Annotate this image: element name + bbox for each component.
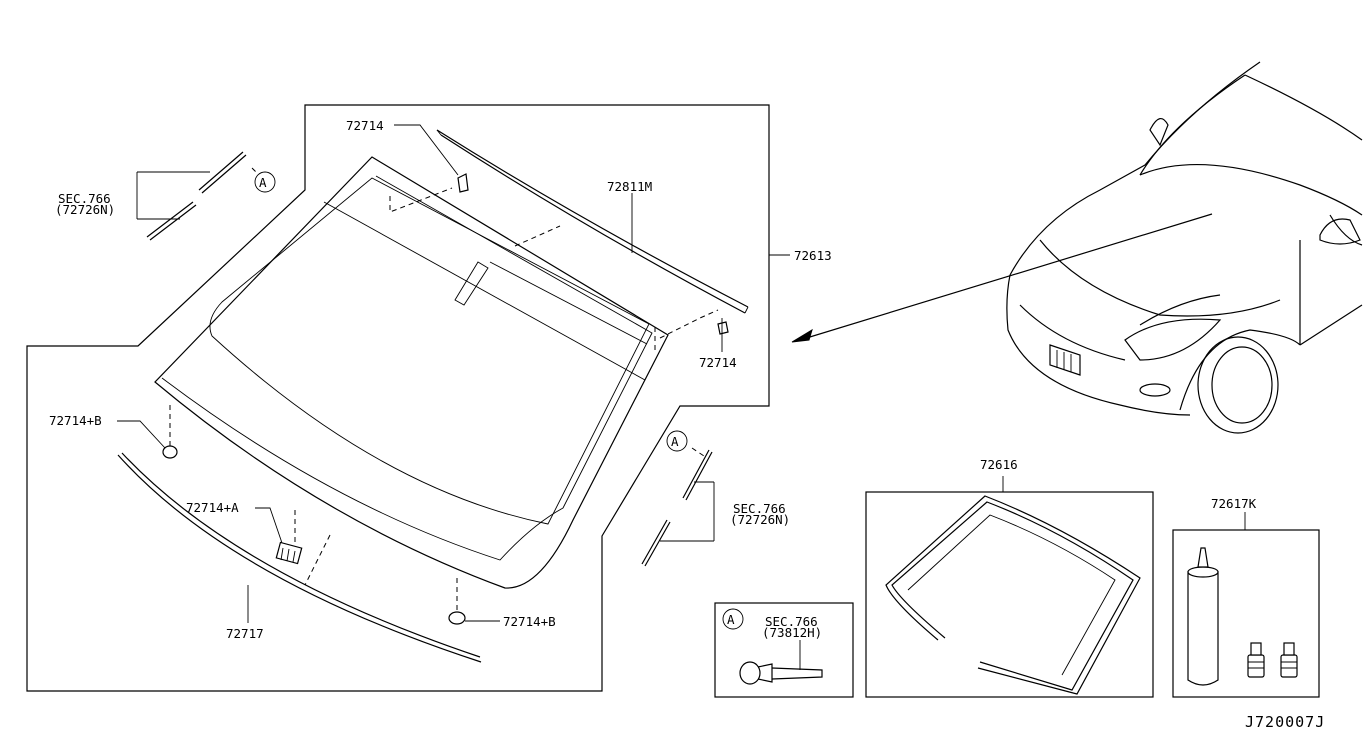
ref-a-mid: A	[671, 434, 679, 449]
dam-rubber-part[interactable]	[885, 495, 1141, 695]
sealant-tube-part[interactable]	[1187, 547, 1219, 686]
label-72714-right[interactable]: 72714	[699, 355, 737, 370]
label-sec766-mid[interactable]: SEC.766	[733, 501, 786, 516]
clip-72714-b-bottom[interactable]	[448, 611, 466, 625]
label-72714b-left[interactable]: 72714+B	[49, 413, 102, 428]
label-72613[interactable]: 72613	[794, 248, 832, 263]
detail-box-a-letter: A	[727, 612, 735, 627]
label-sec766-box[interactable]: SEC.766	[765, 614, 818, 629]
label-72714b-bottom[interactable]: 72714+B	[503, 614, 556, 629]
upper-molding[interactable]	[436, 129, 749, 314]
label-sec766-box-code[interactable]: (73812H)	[762, 625, 822, 640]
windshield-glass[interactable]	[154, 156, 669, 589]
primer-bottle-2[interactable]	[1280, 642, 1298, 678]
clip-72714-top[interactable]	[457, 173, 469, 193]
detail-box-72616: 72616	[865, 457, 1154, 698]
label-sec766-mid-code[interactable]: (72726N)	[730, 512, 790, 527]
label-sec766-top-code[interactable]: (72726N)	[55, 202, 115, 217]
windshield-group-outline	[26, 104, 770, 692]
vehicle-illustration	[791, 61, 1363, 434]
label-72714-top[interactable]: 72714	[346, 118, 384, 133]
label-72617k[interactable]: 72617K	[1211, 496, 1257, 511]
locator-arrow	[799, 213, 1213, 341]
label-72616[interactable]: 72616	[980, 457, 1018, 472]
label-72717[interactable]: 72717	[226, 626, 264, 641]
locator-arrowhead	[791, 328, 813, 343]
side-molding-mid[interactable]	[641, 449, 713, 567]
label-72811m[interactable]: 72811M	[607, 179, 652, 194]
side-molding-top[interactable]	[146, 151, 247, 241]
diagram-code: J720007J	[1245, 713, 1325, 731]
primer-bottle-1[interactable]	[1247, 642, 1265, 678]
detail-box-72617k: 72617K	[1172, 496, 1320, 698]
rivet-part[interactable]	[739, 661, 823, 685]
label-72714a[interactable]: 72714+A	[186, 500, 239, 515]
ref-a-top: A	[259, 175, 267, 190]
clip-72714-a[interactable]	[275, 541, 303, 565]
detail-box-a: A SEC.766 (73812H)	[714, 602, 854, 698]
lower-molding[interactable]	[117, 452, 482, 663]
leader-lines	[117, 124, 1246, 623]
ref-a-circle-mid	[666, 430, 688, 452]
clip-72714-right[interactable]	[717, 321, 729, 335]
assembly-dash-lines	[169, 167, 719, 612]
label-sec766-top[interactable]: SEC.766	[58, 191, 111, 206]
ref-a-circle-top	[254, 171, 276, 193]
